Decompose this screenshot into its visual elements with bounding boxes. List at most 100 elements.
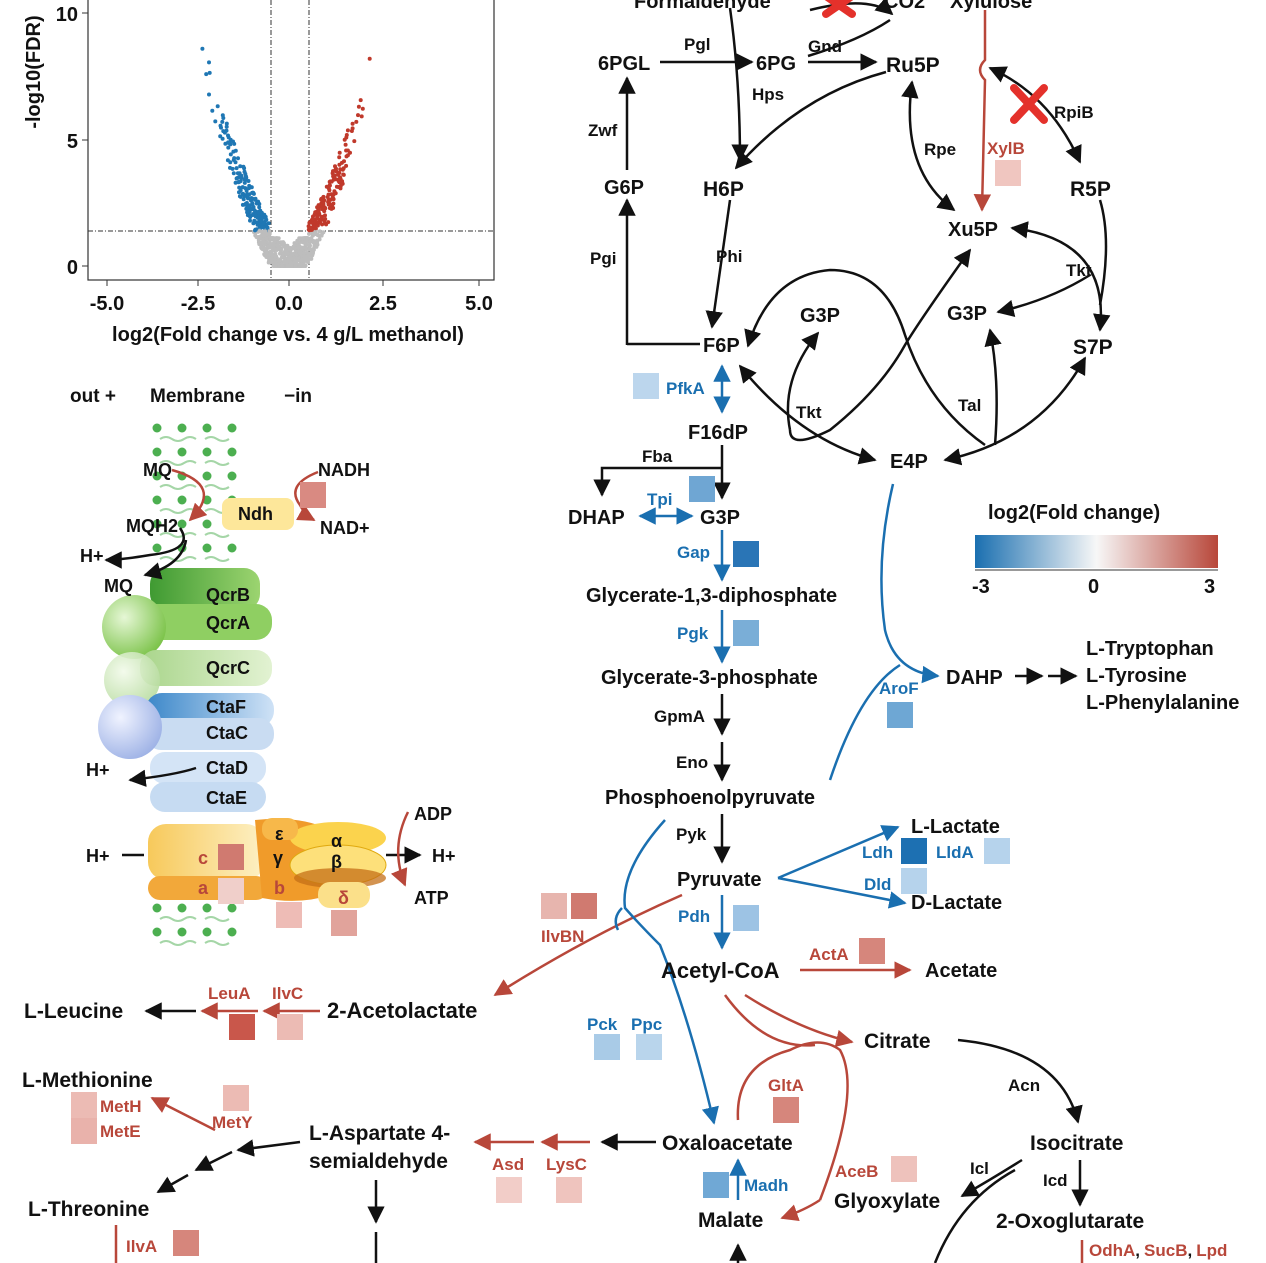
heat-a — [218, 878, 244, 904]
met-threonine: L-Threonine — [28, 1198, 149, 1221]
enz-mety: MetY — [212, 1113, 253, 1132]
enz-dld: Dld — [864, 875, 891, 894]
volcano-point — [337, 150, 342, 155]
volcano-point — [326, 220, 331, 225]
met-oxaloacetate: Oxaloacetate — [662, 1132, 793, 1155]
volcano-point — [263, 248, 268, 253]
met-r5p: R5P — [1070, 178, 1111, 201]
volcano-point — [256, 210, 261, 215]
lipid-head — [202, 447, 212, 457]
volcano-point — [220, 136, 225, 141]
volcano-point — [252, 218, 257, 223]
volcano-points — [200, 46, 372, 268]
volcano-xlabel: log2(Fold change vs. 4 g/L methanol) — [112, 324, 464, 346]
met-ru5p: Ru5P — [886, 54, 940, 77]
label-atp: ATP — [414, 888, 449, 908]
volcano-point — [326, 199, 331, 204]
volcano-point — [283, 246, 288, 251]
met-f16dp: F16dP — [688, 422, 748, 444]
volcano-point — [350, 121, 355, 126]
volcano-point — [215, 104, 220, 109]
xtick-5: 5.0 — [465, 293, 493, 315]
volcano-point — [326, 192, 331, 197]
enz-pfka: PfkA — [666, 379, 705, 398]
volcano-point — [220, 113, 225, 118]
volcano-point — [315, 238, 319, 243]
volcano-point — [207, 70, 212, 75]
enz-asd: Asd — [492, 1155, 524, 1174]
met-2-acetolactate: 2-Acetolactate — [327, 998, 477, 1023]
label-a: a — [198, 878, 209, 898]
volcano-point — [248, 218, 252, 223]
enz-gap: Gap — [677, 543, 710, 562]
volcano-point — [245, 209, 250, 214]
lipid-head — [227, 471, 237, 481]
volcano-point — [292, 241, 297, 246]
label-mqh2: MQH2 — [126, 516, 178, 536]
qcrc-subunit — [140, 650, 272, 686]
volcano-point — [313, 231, 318, 236]
volcano-point — [259, 219, 263, 224]
label-beta: β — [331, 852, 342, 872]
volcano-point — [338, 186, 343, 191]
volcano-point — [304, 239, 309, 244]
volcano-point — [279, 248, 283, 253]
atp-synthase-epsilon — [262, 818, 298, 840]
volcano-point — [224, 121, 229, 126]
volcano-point — [237, 171, 242, 176]
met-6pg: 6PG — [756, 53, 796, 75]
volcano-point — [207, 60, 211, 65]
volcano-point — [294, 252, 299, 257]
label-delta: δ — [338, 888, 349, 908]
legend-title: log2(Fold change) — [988, 502, 1160, 524]
label-nad: NAD+ — [320, 518, 370, 538]
enz-ldh: Ldh — [862, 843, 893, 862]
heat-xylb — [995, 160, 1021, 186]
volcano-point — [338, 176, 343, 181]
volcano-point — [259, 240, 264, 245]
lipid-tail — [159, 556, 230, 562]
label-c: c — [198, 848, 208, 868]
lipid-tail — [159, 484, 230, 490]
xtick-0: 0.0 — [275, 293, 303, 315]
volcano-point — [336, 172, 341, 177]
enz-meth: MetH — [100, 1097, 142, 1116]
volcano-point — [262, 253, 267, 257]
enz-xylb: XylB — [987, 139, 1025, 158]
atp-synthase-delta-stalk — [294, 868, 386, 888]
heat-ldh — [901, 838, 927, 864]
lipid-tail — [159, 940, 230, 946]
qcrb-subunit — [150, 568, 260, 610]
met-s7p: S7P — [1073, 336, 1113, 359]
lipid-head — [152, 471, 162, 481]
volcano-point — [238, 164, 243, 169]
volcano-point — [233, 160, 238, 165]
lipid-head — [177, 447, 187, 457]
volcano-point — [276, 240, 280, 244]
volcano-point — [330, 195, 335, 200]
volcano-point — [226, 145, 231, 150]
enz-pck: Pck — [587, 1015, 618, 1034]
enz-mete: MetE — [100, 1122, 141, 1141]
volcano-point — [329, 179, 334, 184]
volcano-point — [334, 166, 338, 171]
volcano-point — [248, 196, 252, 201]
lipid-head — [177, 519, 187, 529]
enz-ilvc: IlvC — [272, 984, 303, 1003]
enz-lysc: LysC — [546, 1155, 587, 1174]
volcano-point — [236, 156, 240, 161]
met-glyoxylate: Glyoxylate — [834, 1190, 940, 1213]
lipid-head — [227, 543, 237, 553]
volcano-point — [234, 176, 239, 181]
volcano-point — [307, 220, 312, 225]
lipid-tail — [159, 436, 230, 442]
volcano-point — [286, 258, 291, 263]
volcano-point — [332, 173, 337, 178]
volcano-point — [218, 123, 223, 128]
met-dhap: DHAP — [568, 507, 625, 529]
volcano-point — [356, 104, 361, 109]
met-g3p-b: G3P — [947, 303, 987, 325]
volcano-point — [338, 167, 343, 172]
heat-madh — [703, 1172, 729, 1198]
heat-b — [276, 902, 302, 928]
